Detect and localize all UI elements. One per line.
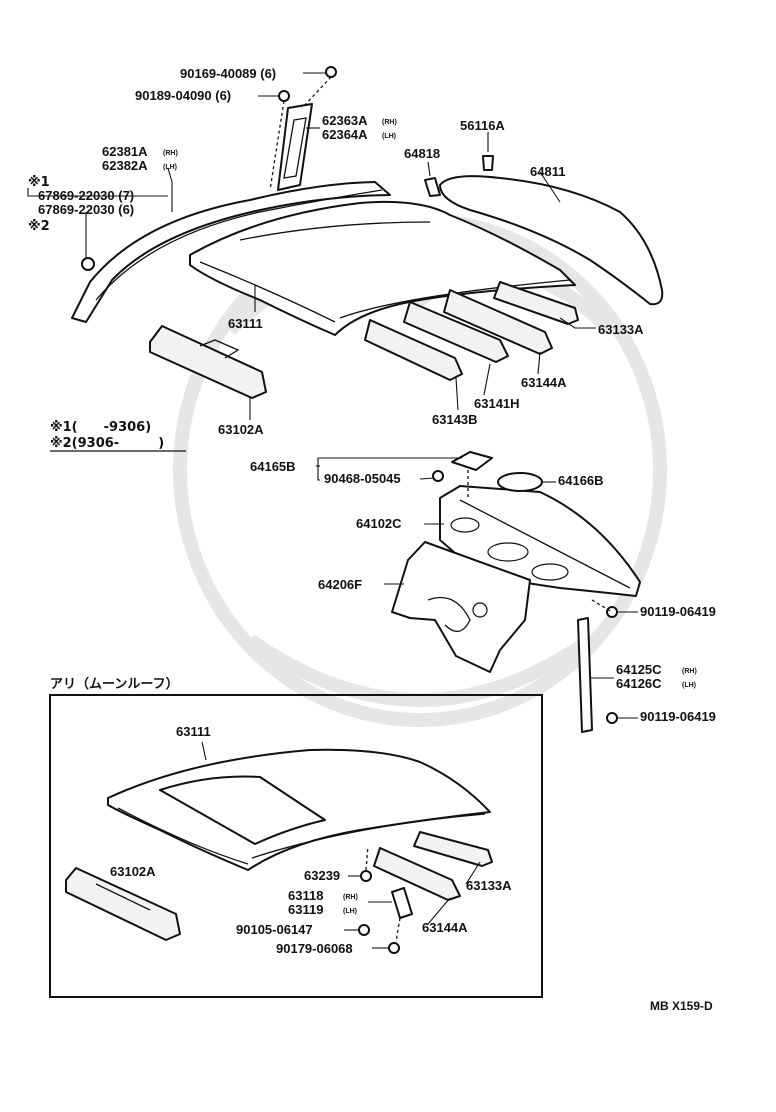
moonroof-section-box	[49, 694, 543, 998]
pillar-inner-strip	[277, 103, 313, 191]
moonroof-rear-reinforcement	[413, 831, 493, 867]
roof-reinforcement-3	[443, 289, 553, 355]
rod-bolt-upper	[606, 606, 618, 618]
moonroof-clip	[360, 870, 372, 882]
label-67869-22030-7: 67869-22030 (7)	[38, 188, 134, 203]
label-63133A-box: 63133A	[466, 878, 512, 893]
glass-spacer-clip	[424, 177, 441, 197]
label-63239: 63239	[304, 868, 340, 883]
label-63141H: 63141H	[474, 396, 520, 411]
moonroof-nut	[388, 942, 400, 954]
tag-rh-62363A: (RH)	[382, 119, 397, 126]
label-62382A: 62382A	[102, 158, 148, 173]
label-63143B: 63143B	[432, 412, 478, 427]
back-window-glass	[439, 175, 664, 306]
tag-rh-64125C: (RH)	[682, 668, 697, 675]
label-90105-06147: 90105-06147	[236, 922, 313, 937]
tray-hole-cover	[451, 451, 493, 471]
tag-lh-64126C: (LH)	[682, 682, 696, 689]
label-63133A-top: 63133A	[598, 322, 644, 337]
front-roof-header	[149, 325, 267, 399]
roof-drip-moulding	[71, 181, 391, 323]
label-64165B: 64165B	[250, 459, 296, 474]
tag-rh-62381A: (RH)	[163, 150, 178, 157]
label-63102A-box: 63102A	[110, 864, 156, 879]
sunroof-bracket	[391, 887, 413, 919]
mark-1: ※1	[28, 175, 50, 190]
label-64126C: 64126C	[616, 676, 662, 691]
label-64206F: 64206F	[318, 577, 362, 592]
label-64102C: 64102C	[356, 516, 402, 531]
label-67869-22030-6: 67869-22030 (6)	[38, 202, 134, 217]
section-title-moonroof: アリ（ムーンルーフ）	[50, 676, 179, 692]
tray-support-rod	[577, 617, 593, 733]
moonroof-front-header	[65, 867, 181, 941]
rod-bolt-lower	[606, 712, 618, 724]
label-90179-06068: 90179-06068	[276, 941, 353, 956]
tray-bolt	[432, 470, 444, 482]
screw-fastener-top	[278, 90, 290, 102]
moulding-clip	[81, 257, 95, 271]
moonroof-roof-panel	[107, 748, 491, 871]
moonroof-bolt	[358, 924, 370, 936]
diagram-reference-code: MB X159-D	[650, 999, 713, 1013]
clip-fastener-top	[325, 66, 337, 78]
tag-lh-62364A: (LH)	[382, 133, 396, 140]
label-90119-06419-upper: 90119-06419	[640, 604, 716, 619]
seat-back-panel	[391, 541, 531, 673]
label-64811: 64811	[530, 164, 565, 179]
roof-panel	[189, 200, 576, 336]
moonroof-center-reinforcement	[373, 847, 461, 901]
note-1: ※1( -9306)	[50, 420, 151, 435]
label-64818: 64818	[404, 146, 440, 161]
roof-reinforcement-4	[493, 281, 579, 325]
label-90189-04090: 90189-04090 (6)	[135, 88, 231, 103]
tag-lh-63119: (LH)	[343, 908, 357, 915]
label-62364A: 62364A	[322, 127, 368, 142]
note-2: ※2(9306- )	[50, 436, 164, 451]
label-63144A-top: 63144A	[521, 375, 567, 390]
glass-stopper	[482, 155, 494, 171]
mark-2: ※2	[28, 219, 50, 234]
label-62381A: 62381A	[102, 144, 148, 159]
roof-reinforcement-2	[403, 301, 509, 363]
label-62363A: 62363A	[322, 113, 368, 128]
label-63111-box: 63111	[176, 724, 211, 739]
label-90169-40089: 90169-40089 (6)	[180, 66, 276, 81]
label-63102A-top: 63102A	[218, 422, 264, 437]
tag-rh-63118: (RH)	[343, 894, 358, 901]
tag-lh-62382A: (LH)	[163, 164, 177, 171]
label-90119-06419-lower: 90119-06419	[640, 709, 716, 724]
tray-hole-cap	[497, 472, 543, 492]
label-64125C: 64125C	[616, 662, 662, 677]
label-63144A-box: 63144A	[422, 920, 468, 935]
label-63119: 63119	[288, 902, 323, 917]
label-56116A: 56116A	[460, 118, 505, 133]
label-63111-top: 63111	[228, 316, 263, 331]
label-64166B: 64166B	[558, 473, 604, 488]
label-63118: 63118	[288, 888, 323, 903]
label-90468-05045: 90468-05045	[324, 471, 401, 486]
roof-reinforcement-1	[364, 319, 463, 381]
